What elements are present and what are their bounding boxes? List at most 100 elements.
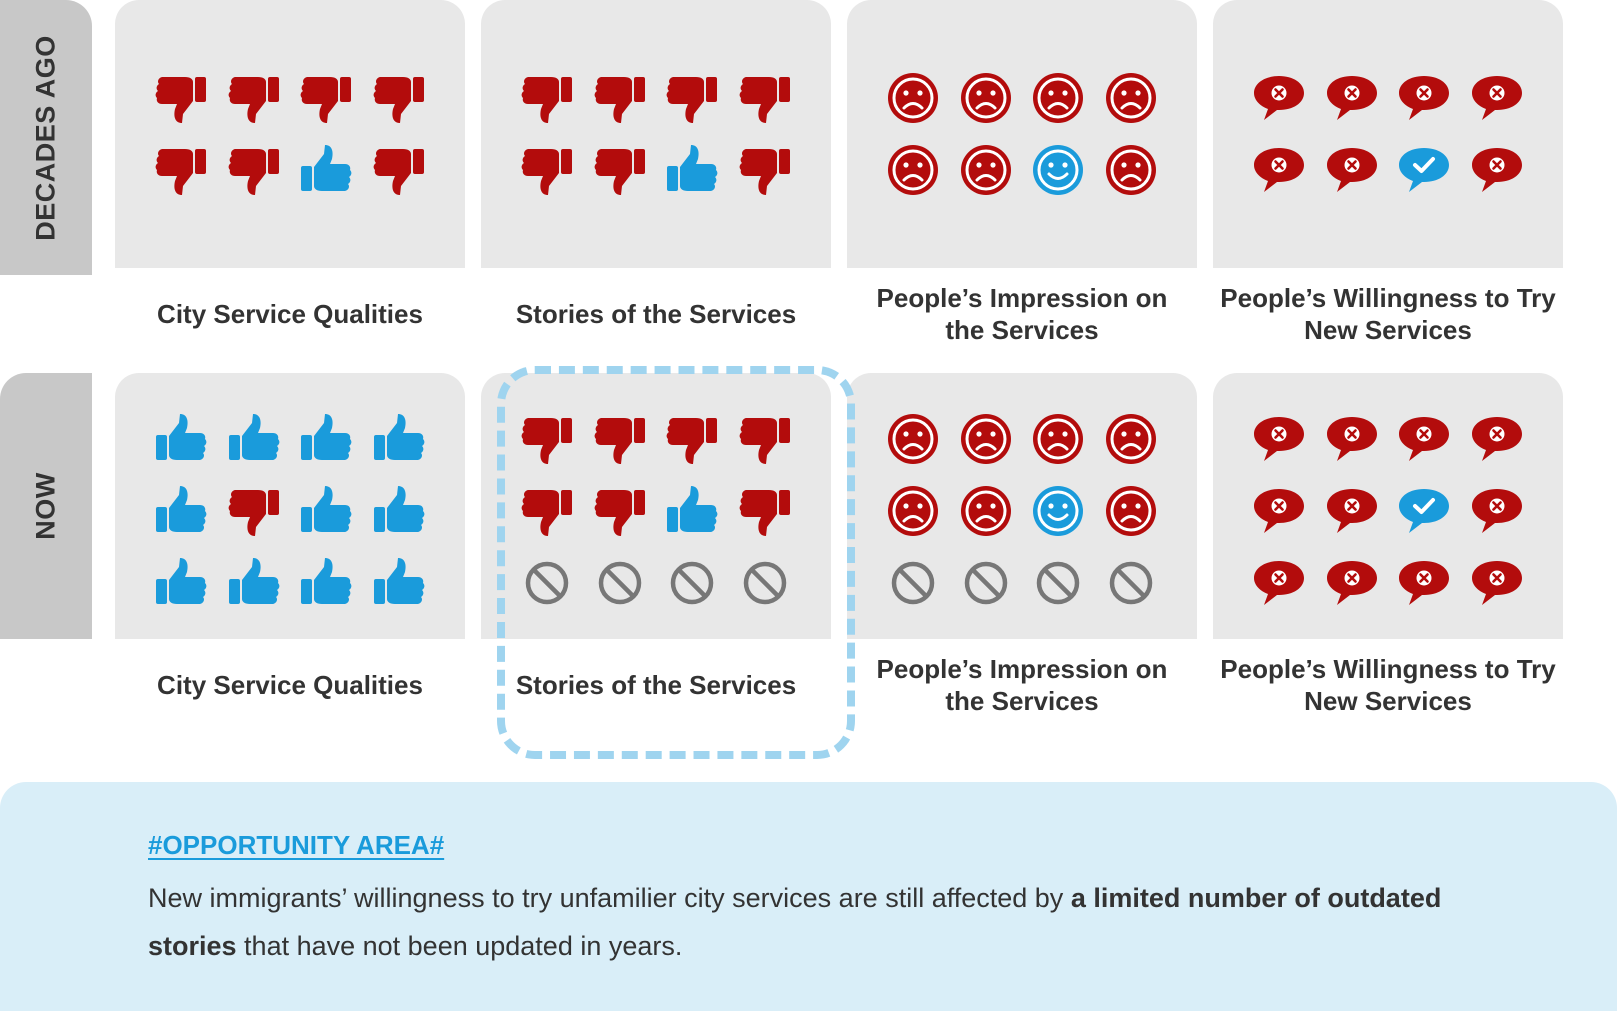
- happy-face-icon: [1022, 475, 1095, 547]
- thumbs-up-icon: [656, 134, 729, 206]
- thumbs-up-icon: [290, 134, 363, 206]
- row-label-decades-ago: DECADES AGO: [0, 0, 92, 275]
- bubble-check-icon: [1388, 475, 1461, 547]
- icon-grid: [877, 62, 1167, 206]
- opportunity-text: New immigrants’ willingness to try unfam…: [148, 874, 1488, 970]
- thumbs-down-icon: [218, 62, 291, 134]
- sad-face-icon: [1022, 62, 1095, 134]
- icon-grid: [511, 62, 801, 206]
- thumbs-down-icon: [729, 62, 802, 134]
- thumbs-down-icon: [511, 475, 584, 547]
- thumbs-down-icon: [363, 134, 436, 206]
- thumbs-down-icon: [656, 403, 729, 475]
- caption-now-stories: Stories of the Services: [515, 670, 797, 700]
- sad-face-icon: [877, 134, 950, 206]
- row-label-now: NOW: [0, 373, 92, 639]
- thumbs-down-icon: [729, 475, 802, 547]
- thumbs-up-icon: [145, 547, 218, 619]
- thumbs-down-icon: [656, 62, 729, 134]
- panel-decades-willingness: [1213, 0, 1563, 268]
- caption-now-impression: People’s Impression on the Services: [876, 654, 1168, 716]
- thumbs-up-icon: [218, 547, 291, 619]
- thumbs-down-icon: [511, 134, 584, 206]
- bubble-check-icon: [1388, 134, 1461, 206]
- thumbs-up-icon: [363, 547, 436, 619]
- thumbs-down-icon: [218, 134, 291, 206]
- caption-decades-willingness: People’s Willingness to Try New Services: [1220, 283, 1556, 345]
- bubble-x-icon: [1316, 134, 1389, 206]
- sad-face-icon: [1095, 403, 1168, 475]
- no-sign-icon: [584, 547, 657, 619]
- bubble-x-icon: [1461, 547, 1534, 619]
- opportunity-title: #OPPORTUNITY AREA#: [148, 830, 445, 860]
- icon-grid: [145, 403, 435, 619]
- thumbs-down-icon: [145, 134, 218, 206]
- thumbs-down-icon: [290, 62, 363, 134]
- panel-decades-stories: [481, 0, 831, 268]
- thumbs-up-icon: [363, 403, 436, 475]
- thumbs-up-icon: [145, 475, 218, 547]
- thumbs-down-icon: [584, 62, 657, 134]
- opportunity-text-end: that have not been updated in years.: [236, 931, 683, 961]
- thumbs-down-icon: [218, 475, 291, 547]
- thumbs-up-icon: [290, 475, 363, 547]
- caption-now-city-service: City Service Qualities: [157, 670, 423, 700]
- no-sign-icon: [1095, 547, 1168, 619]
- sad-face-icon: [950, 403, 1023, 475]
- icon-grid: [1243, 403, 1533, 619]
- sad-face-icon: [1022, 403, 1095, 475]
- thumbs-up-icon: [290, 403, 363, 475]
- thumbs-down-icon: [729, 403, 802, 475]
- bubble-x-icon: [1243, 134, 1316, 206]
- panel-now-city-service: [115, 373, 465, 639]
- thumbs-up-icon: [363, 475, 436, 547]
- no-sign-icon: [511, 547, 584, 619]
- sad-face-icon: [1095, 62, 1168, 134]
- bubble-x-icon: [1243, 62, 1316, 134]
- bubble-x-icon: [1316, 475, 1389, 547]
- bubble-x-icon: [1388, 403, 1461, 475]
- icon-grid: [511, 403, 801, 619]
- thumbs-down-icon: [145, 62, 218, 134]
- bubble-x-icon: [1243, 547, 1316, 619]
- thumbs-down-icon: [584, 134, 657, 206]
- opportunity-area: #OPPORTUNITY AREA# New immigrants’ willi…: [0, 782, 1617, 1011]
- no-sign-icon: [877, 547, 950, 619]
- thumbs-down-icon: [584, 475, 657, 547]
- sad-face-icon: [1095, 475, 1168, 547]
- caption-decades-impression: People’s Impression on the Services: [876, 283, 1168, 345]
- sad-face-icon: [950, 475, 1023, 547]
- caption-now-willingness: People’s Willingness to Try New Services: [1220, 654, 1556, 716]
- thumbs-up-icon: [145, 403, 218, 475]
- no-sign-icon: [656, 547, 729, 619]
- icon-grid: [145, 62, 435, 206]
- panel-now-willingness: [1213, 373, 1563, 639]
- row-label-text: DECADES AGO: [30, 34, 61, 241]
- bubble-x-icon: [1316, 62, 1389, 134]
- thumbs-down-icon: [729, 134, 802, 206]
- panel-now-stories: [481, 373, 831, 639]
- caption-decades-city-service: City Service Qualities: [157, 299, 423, 329]
- row-label-text: NOW: [30, 472, 61, 540]
- sad-face-icon: [877, 62, 950, 134]
- bubble-x-icon: [1461, 62, 1534, 134]
- sad-face-icon: [877, 403, 950, 475]
- highlight-dashed-frame: [497, 366, 855, 759]
- bubble-x-icon: [1461, 134, 1534, 206]
- thumbs-down-icon: [511, 403, 584, 475]
- thumbs-down-icon: [584, 403, 657, 475]
- sad-face-icon: [950, 62, 1023, 134]
- bubble-x-icon: [1243, 475, 1316, 547]
- sad-face-icon: [950, 134, 1023, 206]
- bubble-x-icon: [1461, 475, 1534, 547]
- bubble-x-icon: [1461, 403, 1534, 475]
- bubble-x-icon: [1316, 547, 1389, 619]
- opportunity-text-start: New immigrants’ willingness to try unfam…: [148, 883, 1071, 913]
- no-sign-icon: [729, 547, 802, 619]
- thumbs-down-icon: [363, 62, 436, 134]
- no-sign-icon: [1022, 547, 1095, 619]
- thumbs-down-icon: [511, 62, 584, 134]
- caption-decades-stories: Stories of the Services: [515, 299, 797, 329]
- panel-decades-city-service: [115, 0, 465, 268]
- icon-grid: [1243, 62, 1533, 206]
